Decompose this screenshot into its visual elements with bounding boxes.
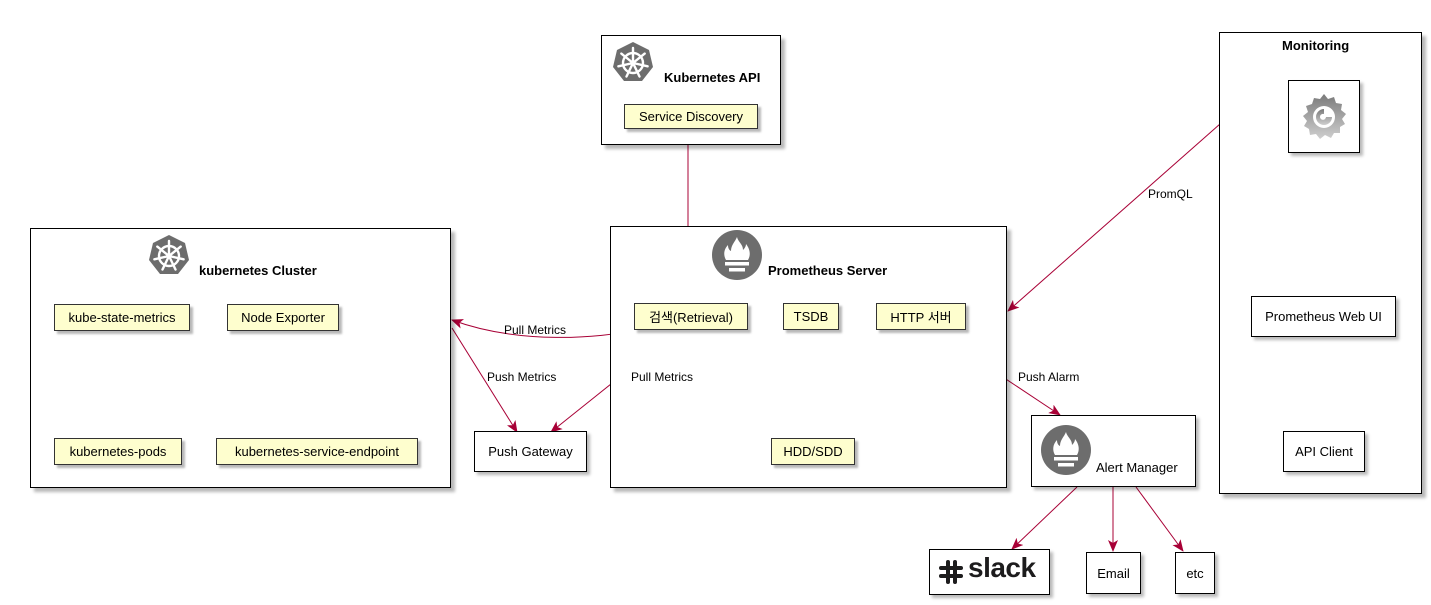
edge-label-pull-metrics-cluster: Pull Metrics [504,323,567,337]
service-discovery: Service Discovery [624,104,758,129]
hdd-sdd-storage: HDD/SDD [771,438,855,465]
kubernetes-cluster-helm-wheel-icon [149,235,189,274]
slack-wordmark: slack [968,552,1036,583]
kubernetes-service-endpoint: kubernetes-service-endpoint [216,438,418,465]
grafana-swirl-icon [1303,93,1346,139]
tsdb: TSDB [783,303,839,330]
push-gateway: Push Gateway [474,431,587,472]
prometheus-server-flame-icon [712,230,762,280]
etc-box: etc [1175,552,1215,594]
edge-label-promql: PromQL [1148,187,1193,201]
edge-label-push-alarm: Push Alarm [1018,370,1080,384]
edge-alert-to-slack [1011,486,1078,550]
edge-label-pull-metrics-gateway: Pull Metrics [631,370,694,384]
kubernetes-pods: kubernetes-pods [54,438,182,465]
alert-manager-flame-icon [1041,425,1091,475]
alert-manager-label: Alert Manager [1096,460,1178,475]
email-box: Email [1086,552,1141,594]
kubernetes-api-helm-wheel-icon [613,42,653,81]
http-server: HTTP 서버 [876,303,966,330]
edge-monitoring-to-http [1007,123,1221,312]
node-exporter: Node Exporter [227,304,339,331]
edge-alert-to-etc [1135,486,1184,552]
grafana-box [1288,80,1360,153]
monitoring-title: Monitoring [1282,38,1350,53]
kubernetes-cluster-title: kubernetes Cluster [199,263,317,278]
retrieval: 검색(Retrieval) [634,303,748,330]
prometheus-web-ui: Prometheus Web UI [1251,296,1396,337]
prometheus-server-title: Prometheus Server [768,263,888,278]
kube-state-metrics: kube-state-metrics [54,304,190,331]
kubernetes-api-title: Kubernetes API [664,70,761,85]
api-client: API Client [1283,431,1365,472]
slack-hash-icon [939,560,963,584]
edge-label-push-metrics: Push Metrics [487,370,557,384]
